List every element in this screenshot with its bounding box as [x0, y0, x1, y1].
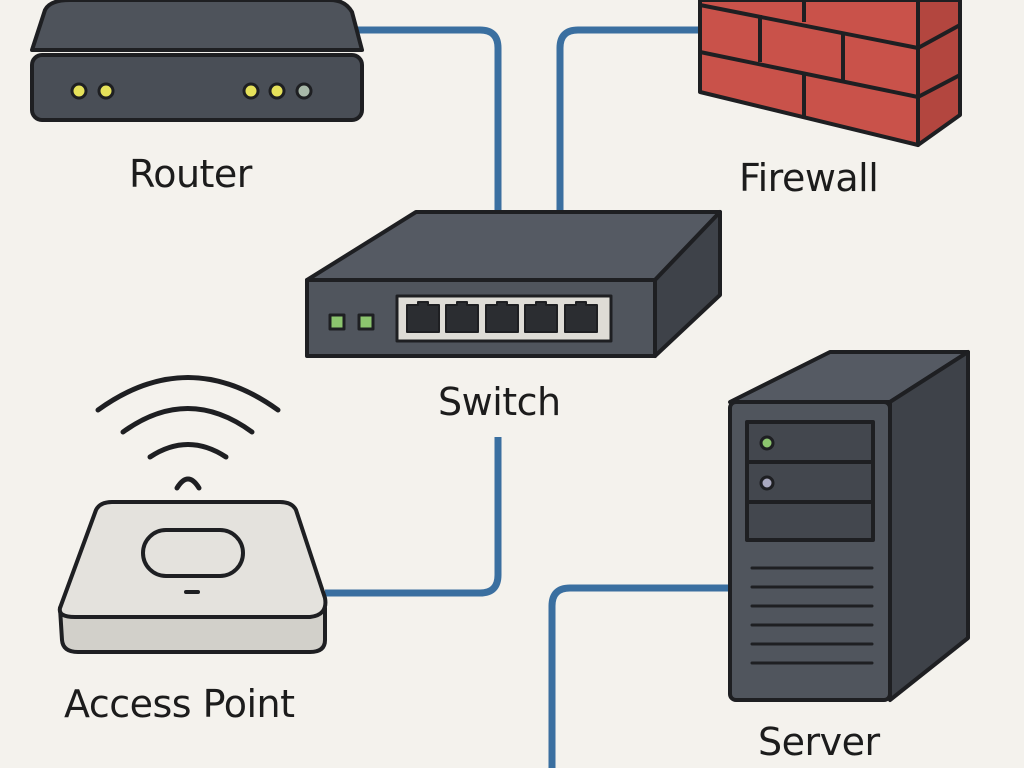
router-led — [268, 82, 286, 100]
wifi-signal-icon — [95, 375, 281, 491]
brick-wall-icon — [698, 0, 962, 147]
cable-firewall-switch — [556, 26, 700, 212]
ethernet-port — [524, 301, 558, 333]
router-led — [242, 82, 260, 100]
firewall-label: Firewall — [739, 156, 879, 200]
cable-server — [548, 584, 730, 768]
router-led — [70, 82, 88, 100]
switch-led — [357, 313, 375, 331]
server-tower-icon — [728, 350, 970, 702]
cable-router-switch — [355, 26, 502, 212]
router-led — [295, 82, 313, 100]
cable-switch-access-point — [325, 437, 502, 597]
switch-label: Switch — [438, 380, 561, 424]
wifi-access-point-icon — [57, 500, 328, 654]
server-led — [759, 435, 775, 451]
ethernet-port — [406, 301, 440, 333]
switch-led — [328, 313, 346, 331]
router-label: Router — [129, 152, 252, 196]
ethernet-port — [485, 301, 519, 333]
network-switch-icon — [305, 210, 722, 358]
router-icon — [30, 0, 364, 122]
server-led — [759, 475, 775, 491]
ethernet-port — [445, 301, 479, 333]
router-led — [97, 82, 115, 100]
access-point-label: Access Point — [64, 682, 295, 726]
ethernet-port — [564, 301, 598, 333]
server-label: Server — [758, 720, 880, 764]
